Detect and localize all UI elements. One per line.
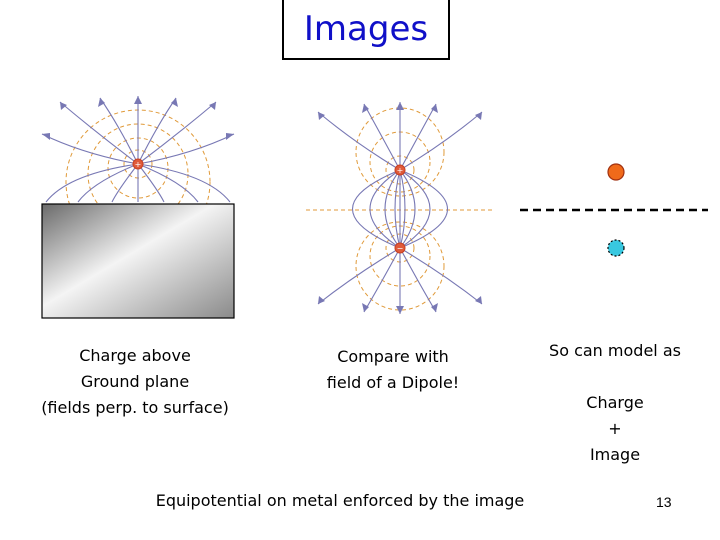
dipole-negative-sign: −: [397, 244, 404, 253]
image-charge: [607, 239, 625, 257]
dipole-positive-charge: +: [394, 164, 406, 176]
dipole-figure: + −: [306, 102, 494, 314]
dipole-field-lines: [317, 102, 483, 314]
middle-caption-line-2: field of a Dipole!: [326, 373, 460, 392]
left-caption-line-3: (fields perp. to surface): [41, 398, 229, 417]
left-charge-sign: +: [135, 160, 142, 169]
ground-plane: [41, 203, 235, 319]
title-box: Images: [282, 0, 450, 60]
left-caption-line-1: Charge above: [79, 346, 191, 365]
left-caption: Charge above Ground plane (fields perp. …: [30, 343, 240, 421]
middle-caption: Compare with field of a Dipole!: [308, 344, 478, 396]
bottom-caption: Equipotential on metal enforced by the i…: [155, 491, 525, 510]
dipole-positive-sign: +: [397, 166, 404, 175]
dipole-field-arrows: [318, 102, 482, 314]
right-caption-top: So can model as: [549, 341, 681, 360]
middle-caption-line-1: Compare with: [337, 347, 449, 366]
left-field-lines: [41, 96, 235, 203]
right-caption: Charge + Image: [572, 390, 658, 468]
left-caption-line-2: Ground plane: [80, 372, 190, 391]
right-caption-line-2: +: [608, 419, 622, 438]
page-number: 13: [656, 494, 672, 510]
dipole-negative-charge: −: [394, 242, 406, 254]
right-caption-line-1: Charge: [586, 393, 644, 412]
left-field-arrows: [42, 96, 234, 140]
charge-above-plane-figure: +: [41, 96, 235, 319]
left-positive-charge: +: [132, 158, 144, 170]
slide-title: Images: [303, 9, 429, 49]
right-caption-line-3: Image: [589, 445, 641, 464]
charge-image-figure: [520, 163, 708, 257]
real-charge: [607, 163, 625, 181]
